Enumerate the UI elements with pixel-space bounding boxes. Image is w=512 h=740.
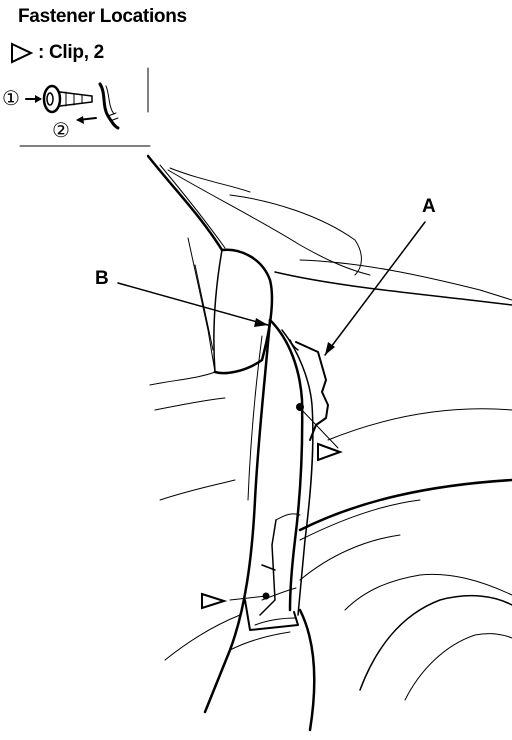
legend: : Clip, 2: [8, 40, 104, 66]
step-1-label: ①: [2, 88, 20, 110]
step-2-label: ②: [52, 120, 70, 142]
legend-label: : Clip, 2: [38, 42, 104, 63]
clip-triangle-icon: [11, 42, 34, 64]
clip-marker-lower: [201, 592, 228, 610]
callout-b: B: [95, 268, 109, 289]
clip-removal-inset: [25, 82, 120, 130]
callout-a: A: [422, 196, 436, 217]
clip-point-upper: [296, 403, 304, 411]
page-title: Fastener Locations: [18, 6, 187, 27]
clip-marker-upper: [317, 442, 343, 462]
clip-point-lower: [262, 592, 270, 600]
